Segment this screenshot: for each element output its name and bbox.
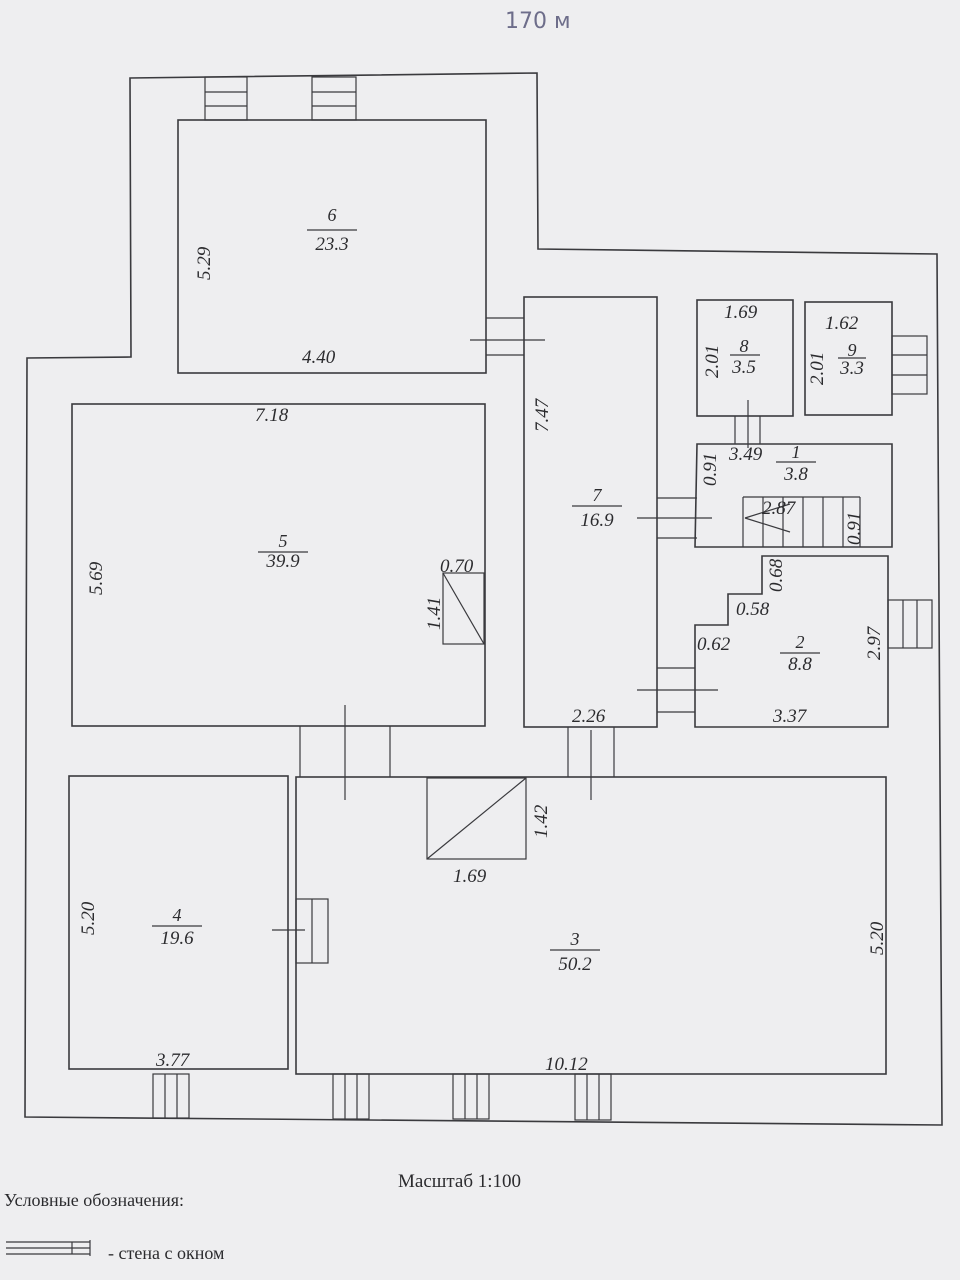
room-area: 16.9: [580, 510, 614, 531]
room-7: [523, 296, 658, 728]
dimension-label: 7.18: [255, 405, 289, 426]
dimension-label: 1.69: [724, 302, 758, 323]
window: [311, 76, 357, 121]
door: [637, 667, 718, 713]
dimension-label: 5.69: [86, 561, 107, 595]
dimension-label: 7.47: [532, 397, 553, 432]
dimension-label: 2.87: [762, 498, 797, 519]
dimension-label: 2.97: [864, 625, 885, 660]
room-1: [694, 443, 893, 548]
dimension-label: 5.20: [867, 921, 888, 955]
door: [567, 727, 615, 800]
dimension-label: 1.41: [424, 597, 445, 630]
room-area: 23.3: [315, 234, 348, 255]
window: [887, 599, 933, 649]
room-area: 50.2: [558, 954, 592, 975]
room-number: 1: [792, 442, 801, 462]
dimension-label: 0.62: [697, 634, 731, 655]
legend-window-symbol: [6, 1240, 91, 1256]
room-area: 19.6: [160, 928, 194, 949]
room3-shaft: [426, 777, 527, 860]
dimension-label: 4.40: [302, 347, 336, 368]
dimension-label: 2.01: [807, 352, 828, 385]
room-number: 2: [796, 632, 805, 652]
room-8: [696, 299, 794, 417]
dimension-label: 1.69: [453, 866, 487, 887]
dimension-label: 10.12: [545, 1054, 588, 1075]
dimension-label: 2.01: [702, 345, 723, 378]
dimension-label: 3.49: [728, 444, 763, 465]
outer-wall: [24, 72, 943, 1126]
room-3: [295, 776, 887, 1075]
window: [152, 1073, 190, 1119]
door: [637, 497, 712, 539]
window: [332, 1073, 370, 1120]
room-area: 3.5: [731, 357, 756, 378]
window: [891, 335, 928, 395]
room-number: 8: [740, 336, 749, 356]
dimension-label: 1.42: [531, 804, 552, 838]
dimension-label: 0.68: [766, 558, 787, 592]
room-5: [71, 403, 486, 727]
dimension-label: 5.20: [78, 901, 99, 935]
door: [734, 400, 761, 448]
legend-item-label: - стена с окном: [108, 1243, 224, 1263]
dimension-label: 0.70: [440, 556, 474, 577]
door: [299, 705, 391, 800]
dimension-label: 1.62: [825, 313, 859, 334]
scale-label: Масштаб 1:100: [398, 1171, 521, 1192]
room-area: 8.8: [788, 654, 812, 675]
dimension-label: 0.91: [700, 453, 721, 486]
room-number: 6: [328, 205, 337, 225]
staircase: [742, 496, 861, 547]
dimension-label: 5.29: [194, 246, 215, 280]
legend-title: Условные обозначения:: [4, 1190, 184, 1210]
door: [470, 317, 545, 356]
door: [272, 898, 329, 964]
room-number: 4: [173, 905, 182, 925]
room-area: 3.3: [839, 358, 864, 379]
window: [452, 1073, 490, 1120]
dimension-label: 0.58: [736, 599, 770, 620]
room-number: 7: [593, 485, 603, 505]
room5-shaft: [442, 572, 485, 645]
dimension-label: 3.37: [772, 706, 808, 727]
dimension-label: 0.91: [844, 512, 865, 545]
handwritten-note: 170 м: [505, 9, 571, 34]
room-area: 3.8: [783, 464, 808, 485]
room-area: 39.9: [265, 551, 300, 572]
window: [574, 1073, 612, 1121]
dimension-label: 2.26: [572, 706, 606, 727]
room-number: 9: [848, 340, 857, 360]
room-4: [68, 775, 289, 1070]
room-number: 3: [570, 929, 580, 949]
dimension-label: 3.77: [155, 1050, 191, 1071]
room-number: 5: [279, 531, 288, 551]
window: [204, 76, 248, 121]
